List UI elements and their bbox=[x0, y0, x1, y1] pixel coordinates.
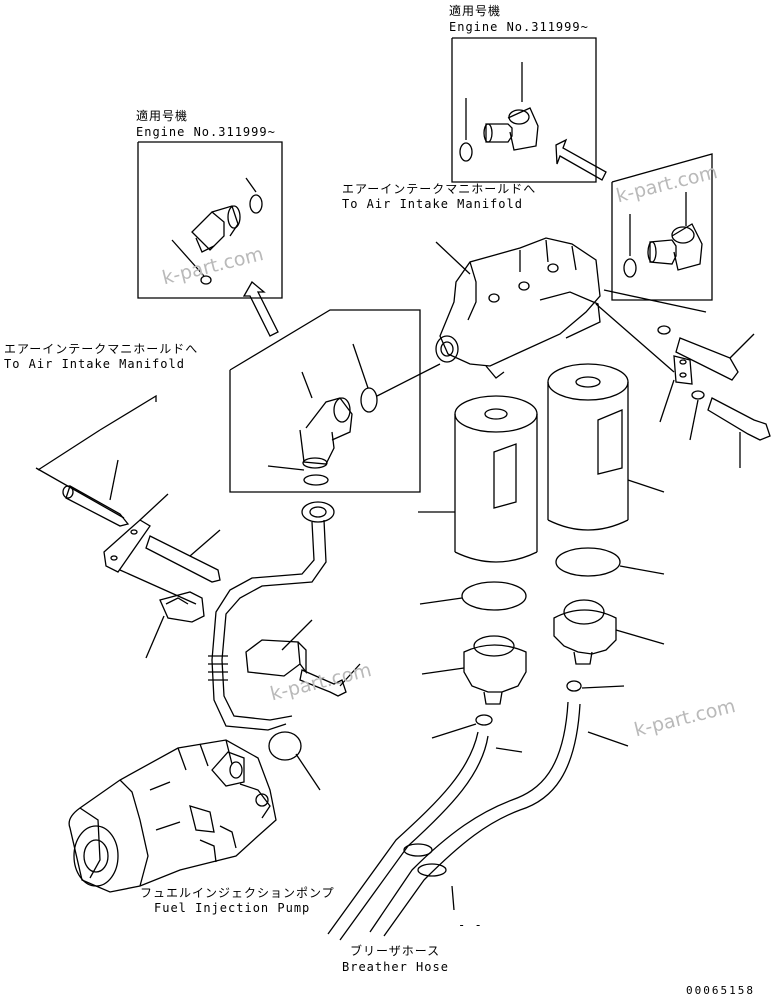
breather-hose-label-jp: ブリーザホース bbox=[350, 944, 441, 958]
engine-number-label-left: Engine No.311999~ bbox=[136, 125, 276, 139]
arrow-to-left-inset bbox=[242, 281, 279, 337]
filter-cartridge-left bbox=[418, 395, 538, 563]
arrow-to-top-inset bbox=[555, 138, 607, 181]
to-manifold-label-jp-center: エアーインテークマニホールドへ bbox=[342, 182, 537, 196]
water-separator-bowl-right bbox=[553, 599, 665, 665]
drawing-number: 00065158 bbox=[686, 984, 755, 997]
water-separator-bowl-left bbox=[421, 635, 527, 705]
o-ring-center bbox=[360, 387, 378, 413]
detail-box-center bbox=[229, 309, 441, 493]
dash-mark: - - bbox=[458, 918, 483, 932]
filter-cartridge-right bbox=[547, 363, 665, 531]
pipe-clamp-bracket bbox=[245, 619, 361, 697]
elbow-fitting-center bbox=[299, 397, 353, 469]
bracket-plate-left bbox=[103, 493, 221, 605]
injection-pump-label-jp: フュエルインジェクションポンプ bbox=[140, 886, 335, 900]
to-manifold-label-en-left: To Air Intake Manifold bbox=[4, 357, 185, 371]
hose-clamp-left bbox=[475, 714, 493, 726]
seal-ring-right bbox=[555, 547, 621, 577]
o-ring-inset-top bbox=[459, 142, 473, 162]
clip-bracket-left bbox=[145, 591, 205, 659]
fuel-injection-pump bbox=[68, 739, 277, 893]
engine-number-label-top: Engine No.311999~ bbox=[449, 20, 589, 34]
elbow-fitting-inset-top bbox=[483, 107, 539, 151]
applicability-label-top: 適用号機 bbox=[449, 4, 502, 18]
o-ring-inset-left bbox=[249, 194, 263, 214]
fuel-pipe bbox=[208, 501, 335, 791]
elbow-fitting-inset-right bbox=[647, 223, 703, 271]
filter-head bbox=[435, 237, 601, 379]
breather-hoses bbox=[327, 701, 629, 941]
inset-box-left bbox=[137, 141, 283, 299]
hose-clamp-right bbox=[566, 680, 582, 692]
breather-hose-label-en: Breather Hose bbox=[342, 960, 449, 974]
injection-pump-label-en: Fuel Injection Pump bbox=[154, 901, 311, 915]
inset-box-top-right bbox=[451, 37, 597, 183]
inset-box-right bbox=[611, 153, 713, 301]
elbow-fitting-inset-left bbox=[191, 205, 241, 253]
o-ring-lower-center bbox=[303, 474, 329, 486]
applicability-label-left: 適用号機 bbox=[136, 109, 189, 123]
to-manifold-label-jp-left: エアーインテークマニホールドへ bbox=[4, 342, 199, 356]
to-manifold-label-en-center: To Air Intake Manifold bbox=[342, 197, 523, 211]
intake-hose-left bbox=[35, 394, 157, 527]
o-ring-inset-right bbox=[623, 258, 637, 278]
mounting-bolts bbox=[595, 289, 771, 468]
seal-ring-left bbox=[461, 581, 527, 611]
